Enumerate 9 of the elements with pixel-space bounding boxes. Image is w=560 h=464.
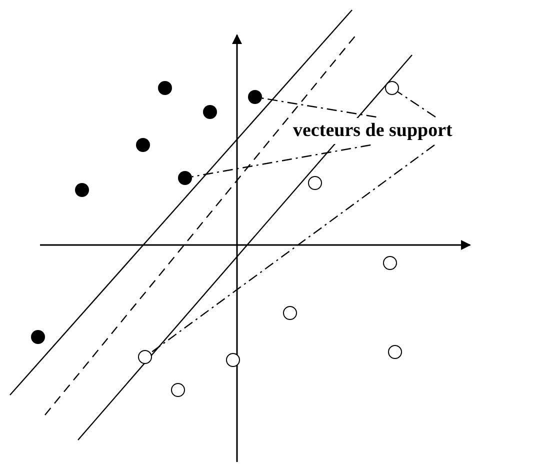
leader-line — [398, 91, 436, 118]
leader-line — [150, 144, 435, 354]
leader-line — [192, 144, 371, 178]
annotation-text: vecteurs de support — [293, 118, 452, 144]
support-vector-point — [138, 350, 152, 364]
support-vector-point — [178, 171, 192, 185]
leader-line — [262, 98, 376, 118]
support-vector-point — [248, 90, 262, 104]
support-vector-point — [385, 81, 399, 95]
